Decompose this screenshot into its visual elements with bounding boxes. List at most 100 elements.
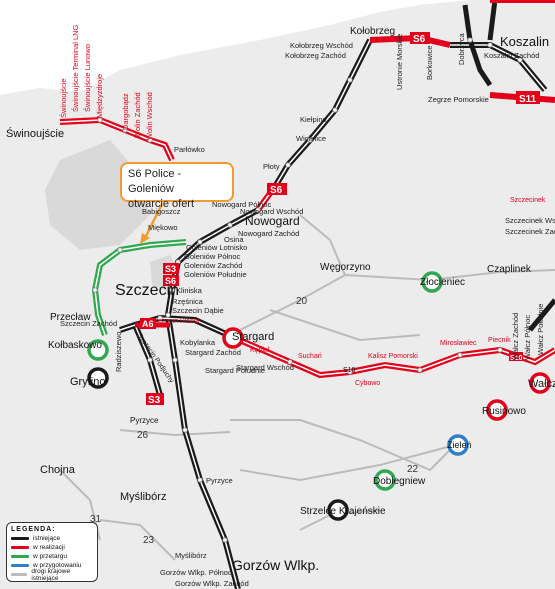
- road-label-s6-mid: S6: [270, 185, 283, 196]
- label-gorzow-zachod: Gorzów Wlkp. Północ: [160, 568, 232, 577]
- roads-in-tender: [91, 239, 187, 336]
- label-miedzyzdroje: Międzyzdroje: [95, 74, 104, 118]
- label-szczecin-zachod: Szczecin Zachód: [60, 319, 117, 328]
- legend-label: drogi krajowe istniejące: [31, 567, 71, 582]
- city-zlocieniec: Złocieniec: [420, 277, 465, 288]
- legend-swatch-existing: [11, 537, 29, 540]
- interchange-labels-red: Kępiel Suchań Kalisz Pomorski Mirosławie…: [150, 197, 546, 387]
- legend-item-preparation: w przygotowaniu: [11, 561, 93, 570]
- city-kolbaskowo: Kołbaskowo: [48, 340, 102, 351]
- label-ustronie: Ustronie Morskie: [395, 34, 404, 90]
- label-parlowko: Parłówko: [174, 145, 205, 154]
- label-gorzow-poludnie: Gorzów Wlkp. Zachód: [175, 579, 249, 588]
- label-babigoszcz: Babigoszcz: [142, 207, 181, 216]
- legend-label: istniejące: [33, 535, 61, 542]
- label-goleniow-polnoc: Goleniów Północ: [184, 252, 241, 261]
- city-zielen: Zieleń: [447, 440, 472, 450]
- city-rusinowo: Rusinowo: [482, 406, 526, 417]
- label-suchan: Suchań: [298, 353, 322, 360]
- label-wicimice: Wicimice: [296, 134, 326, 143]
- label-wolin-wschod: Wolin Wschód: [145, 92, 154, 140]
- label-zegrze: Zegrze Pomorskie: [428, 95, 489, 104]
- callout-line1: S6 Police - Goleniów: [128, 168, 182, 195]
- city-koszalin: Koszalin: [500, 34, 549, 49]
- label-kolobrzeg-zachod: Kołobrzeg Zachód: [285, 51, 346, 60]
- legend-label: w realizacji: [33, 544, 65, 551]
- city-rings: [87, 271, 551, 521]
- label-szczecinek-zachod: Szczecinek Zachód: [505, 227, 555, 236]
- label-stargard-zachod: Stargard Zachód: [185, 348, 241, 357]
- callout-line2: otwarcie ofert: [128, 198, 195, 210]
- road-label-s3-south: S3: [148, 395, 161, 406]
- city-nowogard: Nowogard: [245, 214, 300, 228]
- label-swinoujscie-v: Świnoujście: [59, 78, 68, 118]
- tender-callout: S6 Police - Goleniów otwarcie ofert: [120, 162, 234, 210]
- city-labels: Szczecin Koszalin Kołobrzeg Świnoujście …: [6, 26, 555, 573]
- legend-title: LEGENDA:: [11, 526, 56, 533]
- label-kliniska: Kliniska: [176, 286, 203, 295]
- city-czaplinek: Czaplinek: [487, 264, 532, 275]
- callout-arrow: [143, 203, 164, 239]
- label-kepiel: Kępiel: [250, 347, 270, 354]
- national-road-26: 26: [137, 430, 149, 441]
- city-swinoujscie: Świnoujście: [6, 127, 64, 140]
- road-label-s6-top: S6: [413, 34, 426, 45]
- label-walcz-zachod: Wałcz Zachód: [511, 313, 520, 360]
- label-stargard-poludnie: Stargard Południe: [205, 366, 265, 375]
- label-goleniow-zachod: Goleniów Zachód: [184, 261, 242, 270]
- label-goleniow-poludnie: Goleniów Południe: [184, 270, 247, 279]
- callout-arrowhead: [140, 233, 150, 244]
- label-goleniow-lotnisko: Goleniów Lotnisko: [186, 243, 247, 252]
- label-miekowo: Miękowo: [148, 223, 178, 232]
- label-szczecin-dabie: Szczecin Dąbie: [172, 306, 224, 315]
- label-wolin-zachod: Wolin Zachód: [133, 92, 142, 138]
- label-gorzow-polnoc: Myślibórz: [175, 551, 207, 560]
- city-szczecin: Szczecin: [115, 282, 179, 299]
- legend-item-in-progress: w realizacji: [11, 543, 93, 552]
- label-szczecinek: Szczecinek: [510, 197, 546, 204]
- national-road-23: 23: [143, 535, 155, 546]
- label-osina: Osina: [224, 235, 244, 244]
- label-mysliborz-node: Pyrzyce: [206, 476, 233, 485]
- legend: LEGENDA: istniejące w realizacji w przet…: [6, 522, 98, 582]
- label-miroslawiec: Mirosławiec: [440, 340, 477, 347]
- city-mysliborz: Myślibórz: [120, 491, 166, 503]
- label-nowogard-polnoc: Nowogard Północ: [212, 200, 271, 209]
- label-rzesnica: Rzęśnica: [172, 297, 204, 306]
- label-lunowo: Świnoujście Lunowo: [83, 44, 92, 112]
- legend-swatch-preparation: [11, 564, 29, 567]
- city-walcz: Wałcz: [528, 378, 555, 390]
- label-cybowo: Cybowo: [355, 380, 380, 387]
- legend-label: w przetargu: [33, 553, 67, 560]
- city-chojna: Chojna: [40, 464, 76, 476]
- label-stargard-wschod: Stargard Wschód: [236, 363, 294, 372]
- city-pyrzyce: Pyrzyce: [130, 416, 159, 425]
- road-label-s11: S11: [519, 94, 537, 105]
- label-kolobrzeg-wschod: Kołobrzeg Wschód: [290, 41, 353, 50]
- city-przeclaw: Przecław: [50, 312, 91, 323]
- road-shields: S6 S6 S3 S6 A6 S3 S10 S11: [140, 32, 540, 406]
- label-radziszewo: Radziszewo: [114, 332, 123, 372]
- city-gryfino: Gryfino: [70, 376, 105, 388]
- road-label-a6: A6: [142, 319, 154, 329]
- label-kielpino: Kiełpino: [300, 115, 327, 124]
- legend-item-tender: w przetargu: [11, 552, 93, 561]
- city-wegorzyno: Węgorzyno: [320, 262, 371, 273]
- national-road-20: 20: [296, 296, 308, 307]
- city-strzelce: Strzelce Krajeńskie: [300, 506, 386, 517]
- label-koszalin-zachod: Koszalin Zachód: [484, 51, 539, 60]
- label-nowogard-zachod: Nowogard Zachód: [238, 229, 299, 238]
- label-piecnik: Piecnik: [488, 337, 511, 344]
- label-walcz-polnoc: Wałcz Północ: [523, 315, 532, 360]
- legend-label: w przygotowaniu: [33, 562, 82, 569]
- label-ploty: Płoty: [263, 162, 280, 171]
- interchange-labels: Kołobrzeg Wschód Kołobrzeg Zachód Parłów…: [60, 41, 555, 588]
- legend-swatch-tender: [11, 555, 29, 558]
- road-label-s6-b: S6: [165, 276, 176, 286]
- vertical-labels-red: Świnoujście Świnoujście Terminal LNG Świ…: [59, 24, 154, 140]
- legend-item-national: drogi krajowe istniejące: [11, 567, 93, 582]
- city-gorzow: Gorzów Wlkp.: [232, 557, 319, 573]
- national-road-22: 22: [407, 464, 419, 475]
- label-dargobadz: Dargobądz: [121, 93, 130, 130]
